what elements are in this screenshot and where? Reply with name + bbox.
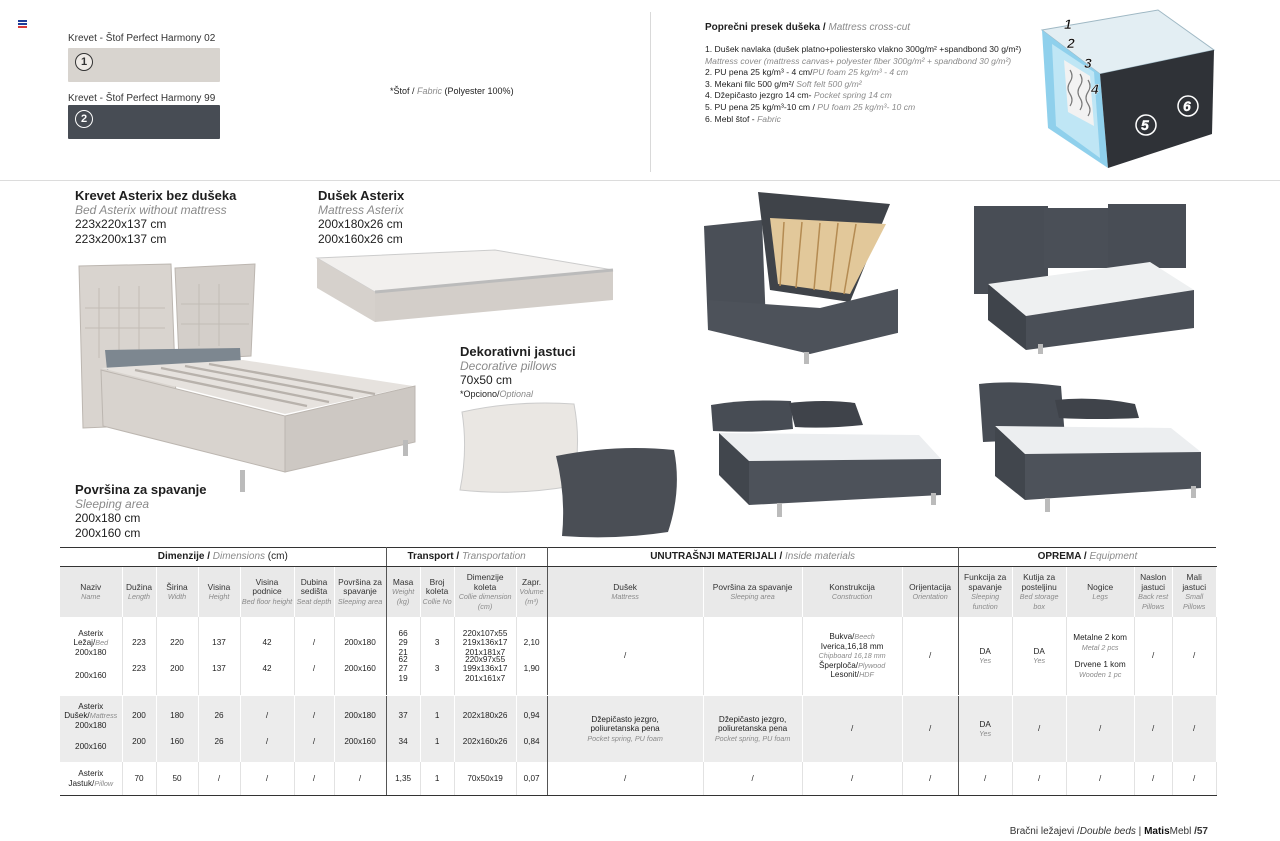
cross-section-list: 1. Dušek navlaka (dušek platno+poliester… (705, 44, 1021, 125)
brand-logo: Matis (1144, 826, 1170, 837)
layer-item: 4. Džepičasto jezgro 14 cm- Pocket sprin… (705, 90, 892, 101)
mattress-product-info: Dušek Asterix Mattress Asterix 200x180x2… (318, 188, 405, 246)
spec-table: Dimenzije / Dimensions (cm) Transport / … (60, 547, 1217, 796)
mattress-title: Dušek Asterix (318, 188, 405, 203)
layer-item: 6. Mebl štof - Fabric (705, 113, 781, 124)
layer-label: 3 (1084, 55, 1092, 71)
bed-front-dark-image (974, 204, 1194, 354)
group-transport: Transport / Transportation (386, 547, 548, 567)
layer-item: 3. Mekani filc 500 g/m²/ Soft felt 500 g… (705, 78, 862, 89)
bed-storage-open-image (704, 192, 898, 364)
layer-label: 6 (1183, 98, 1191, 114)
mattress-cross-section-image: 1 2 3 4 5 6 (1040, 9, 1216, 168)
flag-icon (18, 20, 27, 28)
page-footer: Bračni ležajevi /Double beds | MatisMebl… (1009, 826, 1208, 837)
mattress-subtitle: Mattress Asterix (318, 203, 404, 217)
section-divider (0, 180, 1280, 181)
swatch-label-2: Krevet - Štof Perfect Harmony 99 (68, 93, 216, 104)
bed-product-info: Krevet Asterix bez dušeka Bed Asterix wi… (75, 188, 237, 246)
bed-high-pillows-image (979, 382, 1201, 512)
swatch-number-2: 2 (75, 110, 93, 128)
sleeping-area-info: Površina za spavanje Sleeping area 200x1… (75, 482, 207, 540)
layer-label: 1 (1064, 16, 1072, 32)
fabric-note: *Štof / Fabric (Polyester 100%) (390, 86, 514, 96)
divider (650, 12, 651, 172)
layer-item: 5. PU pena 25 kg/m³-10 cm / PU foam 25 k… (705, 101, 916, 112)
layer-item: 2. PU pena 25 kg/m³ - 4 cm/PU foam 25 kg… (705, 67, 908, 78)
sleeping-title: Površina za spavanje (75, 482, 207, 497)
pillows-title: Dekorativni jastuci (460, 344, 576, 359)
group-equipment: OPREMA / Equipment (958, 547, 1217, 567)
mattress-image (315, 249, 614, 322)
swatch-label-1: Krevet - Štof Perfect Harmony 02 (68, 33, 216, 44)
cross-section-title: Poprečni presek dušeka / Mattress cross-… (705, 22, 911, 33)
pillows-image (459, 402, 677, 538)
pillows-subtitle: Decorative pillows (460, 359, 557, 373)
sleeping-subtitle: Sleeping area (75, 497, 150, 511)
layer-item: Mattress cover (mattress canvas+ polyest… (705, 55, 1012, 66)
bed-light-image (78, 263, 416, 492)
group-materials: UNUTRAŠNJI MATERIJALI / Inside materials (547, 547, 959, 567)
layer-label: 5 (1141, 117, 1149, 133)
layer-item: 1. Dušek navlaka (dušek platno+poliester… (705, 44, 1022, 54)
swatch-number-1: 1 (75, 53, 93, 71)
fabric-swatch-light: 1 (68, 48, 220, 82)
bed-title: Krevet Asterix bez dušeka (75, 188, 237, 203)
group-dimensions: Dimenzije / Dimensions (cm) (60, 547, 387, 567)
bed-low-pillows-image (711, 400, 941, 517)
bed-subtitle: Bed Asterix without mattress (75, 203, 227, 217)
col-header: Zapr.Volume (m³) (516, 566, 548, 617)
pillows-product-info: Dekorativni jastuci Decorative pillows 7… (460, 344, 576, 399)
fabric-swatch-dark: 2 (68, 105, 220, 139)
layer-label: 2 (1066, 35, 1075, 51)
layer-label: 4 (1090, 81, 1099, 97)
